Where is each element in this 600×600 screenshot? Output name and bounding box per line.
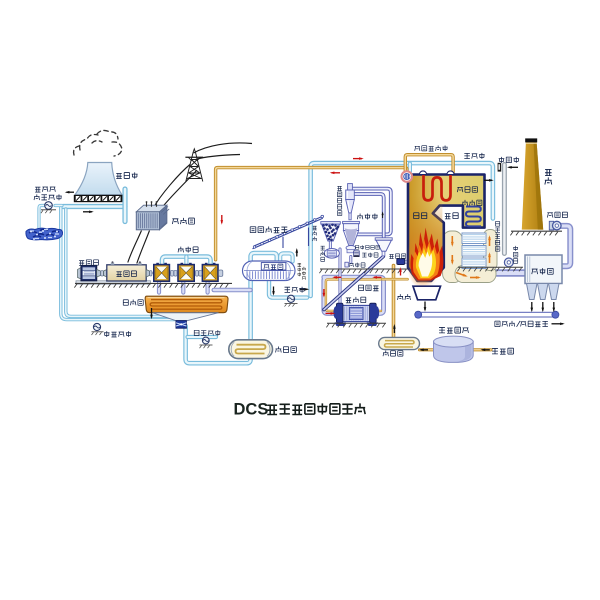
svg-text:DCS: DCS (234, 401, 269, 419)
